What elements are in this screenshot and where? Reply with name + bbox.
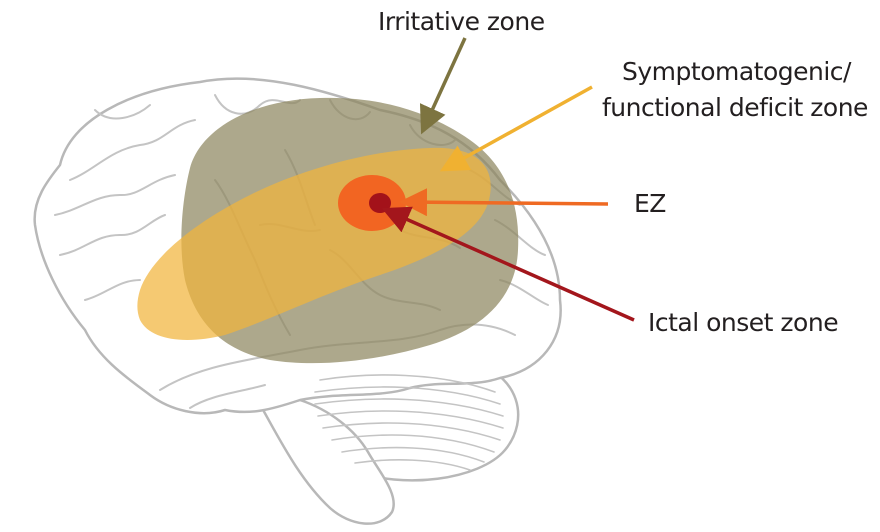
ez-label: EZ xyxy=(634,188,666,220)
ez-arrow xyxy=(406,202,608,204)
symptomatogenic-zone-arrow xyxy=(446,87,592,168)
ictal-onset-zone-region xyxy=(369,193,391,213)
irritative-zone-label: Irritative zone xyxy=(378,6,545,38)
symptomatogenic-label-line2: functional deficit zone xyxy=(602,92,868,124)
ictal-onset-zone-label: Ictal onset zone xyxy=(648,307,838,339)
symptomatogenic-label-line1: Symptomatogenic/ xyxy=(622,56,851,88)
irritative-zone-arrow xyxy=(424,38,465,128)
